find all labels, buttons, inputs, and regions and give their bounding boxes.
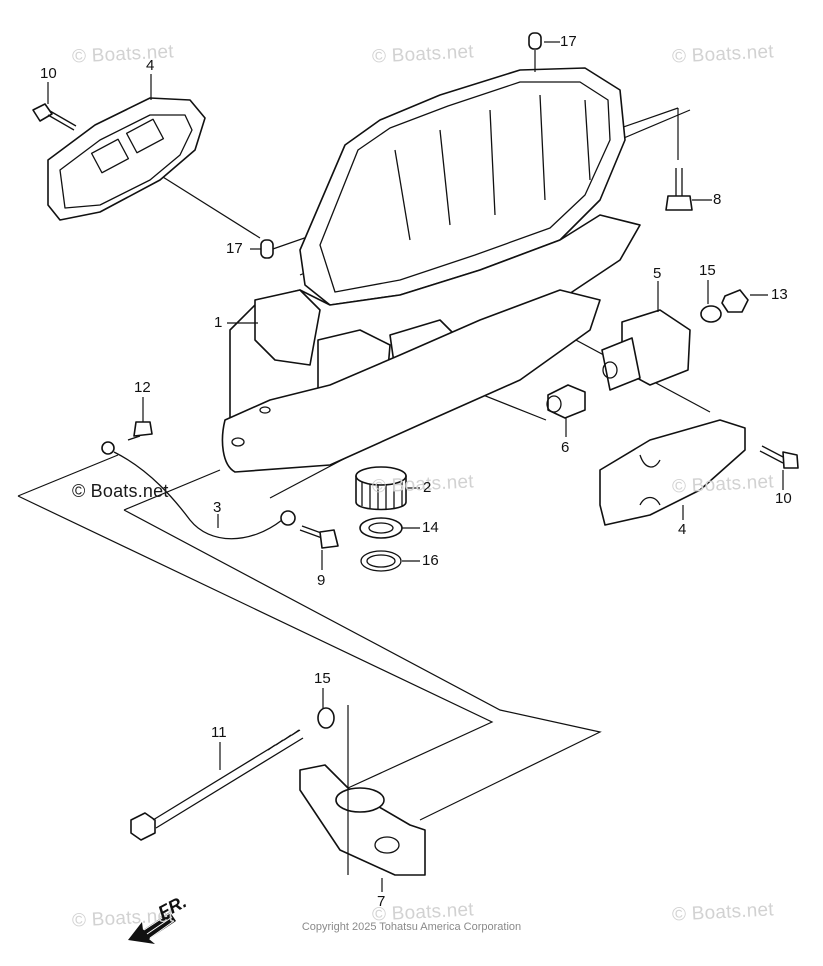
callout-3: 3 [213, 499, 222, 516]
callout-11: 11 [211, 724, 227, 741]
callout-4: 4 [678, 521, 687, 538]
callout-13: 13 [771, 286, 788, 303]
callout-12: 12 [134, 379, 151, 396]
callout-14: 14 [422, 519, 439, 536]
callout-9: 9 [317, 572, 326, 589]
callout-15: 15 [314, 670, 331, 687]
callout-5: 5 [653, 265, 662, 282]
callout-2: 2 [423, 479, 432, 496]
callout-10: 10 [775, 490, 792, 507]
callout-8: 8 [713, 191, 722, 208]
callout-7: 7 [377, 893, 386, 910]
callout-10: 10 [40, 65, 57, 82]
callout-4: 4 [146, 57, 155, 74]
callout-17: 17 [560, 33, 577, 50]
copyright-text: Copyright 2025 Tohatsu America Corporati… [301, 921, 522, 933]
watermark: © Boats.net [72, 481, 169, 501]
callout-15: 15 [699, 262, 716, 279]
callout-6: 6 [561, 439, 570, 456]
callout-17: 17 [226, 240, 243, 257]
callout-16: 16 [422, 552, 439, 569]
callout-1: 1 [214, 314, 223, 331]
